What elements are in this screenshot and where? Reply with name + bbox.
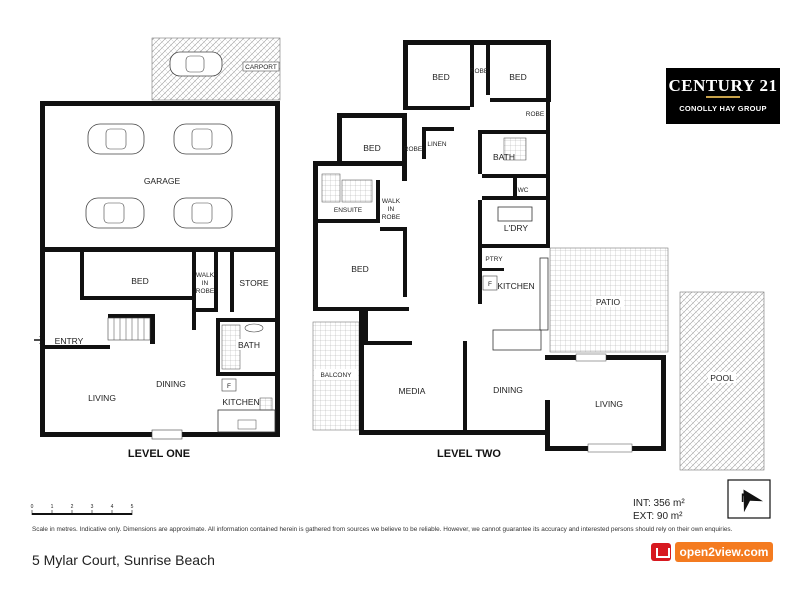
brand-accent-line	[706, 96, 740, 98]
bed-a-label: BED	[432, 72, 449, 82]
compass-label: N	[741, 491, 750, 505]
car-icon	[173, 197, 233, 229]
kitchen-label: KITCHEN	[222, 397, 259, 407]
shower-icon	[321, 173, 341, 203]
level-two-plan: BED BED ROBE ROBE BED LINEN ROBE BATH WC…	[312, 40, 765, 471]
bed-d-label: BED	[351, 264, 368, 274]
open2view-logo: open2view.com	[675, 542, 773, 562]
external-area: EXT: 90 m²	[633, 511, 683, 522]
scale-bar: 0 1 2 3 4 5	[31, 504, 134, 515]
car-icon	[85, 197, 145, 229]
store-label: STORE	[239, 278, 268, 288]
level-two-label: LEVEL TWO	[437, 448, 501, 460]
walk-in-robe-label-2: IN	[202, 280, 209, 287]
carport-label: CARPORT	[245, 64, 277, 71]
robe-b-label: ROBE	[526, 111, 545, 118]
walk-in-robe-2-label-1: WALK	[382, 198, 401, 205]
bed-b-label: BED	[509, 72, 526, 82]
house-icon	[651, 543, 671, 561]
bath-floor-icon	[503, 137, 527, 161]
media-label: MEDIA	[399, 386, 426, 396]
fridge-label: F	[227, 383, 231, 390]
car-icon	[87, 123, 145, 155]
scale-tick-5: 5	[131, 504, 134, 510]
walk-in-robe-2-label-2: IN	[388, 206, 395, 213]
scale-tick-1: 1	[51, 504, 54, 510]
disclaimer-text: Scale in metres. Indicative only. Dimens…	[32, 526, 733, 533]
brand-name: CENTURY 21	[668, 76, 778, 95]
kitchen-label-2: KITCHEN	[497, 281, 534, 291]
bed-label: BED	[131, 276, 148, 286]
scale-tick-3: 3	[91, 504, 94, 510]
pool-label: POOL	[710, 373, 734, 383]
robe-c-label: ROBE	[404, 146, 423, 153]
ensuite-label: ENSUITE	[334, 207, 363, 214]
ldry-label: L'DRY	[504, 223, 528, 233]
robe-a-label: ROBE	[470, 68, 489, 75]
ptry-label: PTRY	[485, 256, 503, 263]
century21-logo: CENTURY 21 CONOLLY HAY GROUP	[666, 68, 780, 124]
scale-tick-4: 4	[111, 504, 114, 510]
area-summary: INT: 356 m² EXT: 90 m²	[633, 497, 685, 523]
level-one-label: LEVEL ONE	[128, 448, 190, 460]
entry-label: ENTRY	[55, 336, 84, 346]
car-icon	[173, 123, 233, 155]
property-address: 5 Mylar Court, Sunrise Beach	[32, 552, 215, 568]
scale-tick-0: 0	[31, 504, 34, 510]
cooktop-icon	[259, 397, 273, 411]
bath-label-2: BATH	[493, 152, 515, 162]
bathtub-icon	[221, 323, 264, 370]
bath-label: BATH	[238, 340, 260, 350]
walk-in-robe-label-1: WALK	[196, 272, 215, 279]
wc-label: WC	[518, 187, 529, 194]
garage-label: GARAGE	[144, 176, 181, 186]
linen-label: LINEN	[427, 141, 446, 148]
fridge-label-2: F	[488, 281, 492, 288]
level-one-plan: CARPORT GARAGE	[34, 37, 281, 460]
scale-tick-2: 2	[71, 504, 74, 510]
open2view-label: open2view.com	[679, 545, 769, 559]
living-label-2: LIVING	[595, 399, 623, 409]
entry-arrow-icon	[34, 335, 46, 345]
stairs-icon	[107, 317, 151, 341]
walk-in-robe-label-3: ROBE	[196, 288, 215, 295]
compass-icon: N	[727, 479, 771, 519]
dining-label-2: DINING	[493, 385, 523, 395]
brand-group: CONOLLY HAY GROUP	[679, 104, 767, 113]
bed-c-label: BED	[363, 143, 380, 153]
balcony-label: BALCONY	[320, 372, 352, 379]
patio-label: PATIO	[596, 297, 621, 307]
walk-in-robe-2-label-3: ROBE	[382, 214, 401, 221]
dining-label: DINING	[156, 379, 186, 389]
open2view-badge[interactable]: open2view.com	[651, 542, 773, 562]
sink-icon	[237, 419, 257, 430]
car-icon	[169, 51, 223, 77]
living-label: LIVING	[88, 393, 116, 403]
kitchen-island	[492, 329, 542, 351]
internal-area: INT: 356 m²	[633, 498, 685, 509]
